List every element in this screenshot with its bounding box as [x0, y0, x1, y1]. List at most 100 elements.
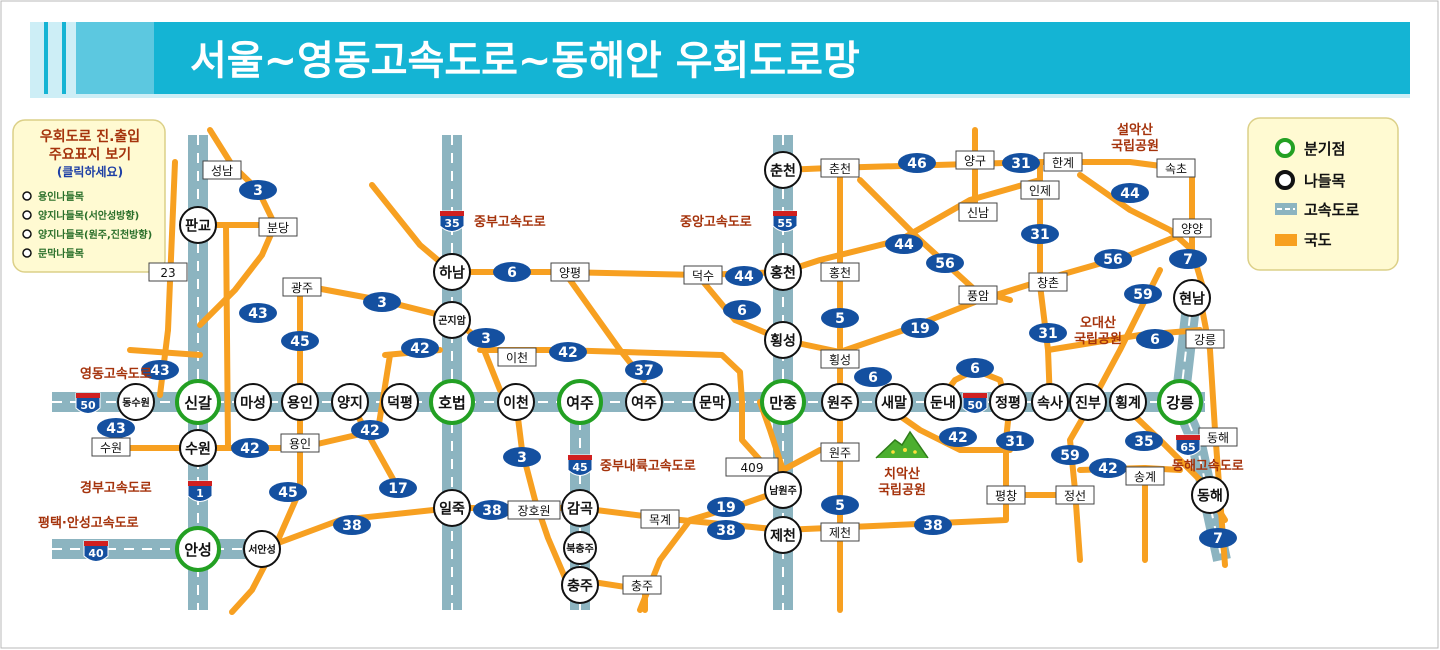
- junction-node[interactable]: 만종: [760, 379, 806, 425]
- expressway-label: 중부고속도로: [474, 215, 546, 230]
- town-label: 홍천: [820, 262, 860, 282]
- svg-text:수원: 수원: [185, 441, 211, 457]
- svg-text:동해: 동해: [1197, 488, 1223, 504]
- ic-node[interactable]: 하남: [433, 253, 471, 291]
- info-item[interactable]: 양지나들목(원주,진천방향): [22, 228, 152, 241]
- banner-stripe: [30, 22, 44, 94]
- ic-node[interactable]: 진부: [1069, 383, 1107, 421]
- svg-text:동해: 동해: [1207, 431, 1229, 445]
- ic-node[interactable]: 현남: [1173, 279, 1211, 317]
- info-item[interactable]: 문막나들목: [22, 247, 84, 260]
- ic-node[interactable]: 곤지암: [433, 301, 471, 339]
- route-badge: 19: [901, 318, 939, 338]
- svg-text:37: 37: [634, 363, 653, 379]
- svg-text:5: 5: [835, 311, 845, 327]
- ic-node[interactable]: 감곡: [561, 489, 599, 527]
- svg-text:송계: 송계: [1134, 470, 1156, 484]
- ic-node[interactable]: 홍천: [764, 253, 802, 291]
- ic-node[interactable]: 횡계: [1109, 383, 1147, 421]
- junction-node[interactable]: 강릉: [1157, 379, 1203, 425]
- town-label: 장호원: [507, 500, 561, 520]
- ic-node[interactable]: 남원주: [764, 471, 802, 509]
- svg-text:이천: 이천: [503, 394, 529, 411]
- route-badge: 59: [1124, 284, 1162, 304]
- ic-node[interactable]: 동수원: [117, 383, 155, 421]
- town-label: 인제: [1020, 180, 1060, 200]
- svg-text:호법: 호법: [438, 394, 466, 412]
- ic-node[interactable]: 마성: [234, 383, 272, 421]
- svg-text:이천: 이천: [506, 350, 528, 365]
- ic-node[interactable]: 양지: [331, 383, 369, 421]
- svg-text:남원주: 남원주: [769, 484, 797, 497]
- junction-node[interactable]: 여주: [557, 379, 603, 425]
- svg-text:속사: 속사: [1037, 395, 1063, 411]
- ic-node[interactable]: 여주: [625, 383, 663, 421]
- route-badge: 31: [1021, 224, 1059, 244]
- junction-node[interactable]: 호법: [429, 379, 475, 425]
- ic-node[interactable]: 춘천: [764, 151, 802, 189]
- svg-text:서안성: 서안성: [248, 543, 276, 556]
- ic-node[interactable]: 원주: [821, 383, 859, 421]
- town-label: 정선: [1055, 485, 1095, 505]
- info-box[interactable]: 우회도로 진.출입 주요표지 보기 (클릭하세요) 용인나들목 양지나들목(서안…: [12, 119, 166, 273]
- svg-text:35: 35: [444, 217, 459, 230]
- ic-node[interactable]: 일죽: [433, 489, 471, 527]
- ic-node[interactable]: 덕평: [381, 383, 419, 421]
- town-label: 평창: [986, 485, 1026, 505]
- route-badge: 43: [97, 418, 135, 438]
- svg-text:만종: 만종: [769, 394, 797, 412]
- town-label: 목계: [640, 509, 680, 529]
- ic-node[interactable]: 정평: [989, 383, 1027, 421]
- ic-node[interactable]: 북충주: [563, 531, 597, 565]
- info-item[interactable]: 용인나들목: [22, 190, 84, 203]
- ic-node[interactable]: 충주: [561, 566, 599, 604]
- ic-node[interactable]: 횡성: [764, 321, 802, 359]
- ic-symbol-icon: [1275, 170, 1295, 190]
- ic-node[interactable]: 이천: [497, 383, 535, 421]
- svg-text:국립공원: 국립공원: [1074, 332, 1122, 347]
- ic-node[interactable]: 동해: [1191, 476, 1229, 514]
- route-badge: 17: [379, 478, 417, 498]
- svg-text:409: 409: [741, 461, 764, 475]
- town-label: 동해: [1198, 427, 1238, 447]
- junction-node[interactable]: 신갈: [175, 379, 221, 425]
- expressway-label: 영동고속도로: [80, 367, 152, 382]
- svg-text:강릉: 강릉: [1194, 333, 1216, 347]
- svg-text:용인나들목: 용인나들목: [38, 190, 84, 203]
- svg-text:중부고속도로: 중부고속도로: [474, 215, 546, 230]
- ic-node[interactable]: 속사: [1031, 383, 1069, 421]
- svg-text:충주: 충주: [567, 578, 593, 594]
- expressway-label: 중앙고속도로: [680, 214, 752, 230]
- ic-node[interactable]: 판교: [179, 206, 217, 244]
- legend-label: 분기점: [1304, 140, 1345, 158]
- ic-node[interactable]: 용인: [281, 383, 319, 421]
- ic-node[interactable]: 수원: [179, 429, 217, 467]
- route-badge: 31: [1002, 153, 1040, 173]
- route-badge: 44: [885, 234, 923, 254]
- ic-node[interactable]: 제천: [764, 516, 802, 554]
- info-item[interactable]: 양지나들목(서안성방향): [22, 209, 139, 222]
- svg-text:59: 59: [1133, 287, 1152, 303]
- svg-text:3: 3: [517, 450, 527, 466]
- ic-node[interactable]: 문막: [693, 383, 731, 421]
- route-badge: 6: [723, 300, 761, 320]
- ic-node[interactable]: 새말: [875, 383, 913, 421]
- svg-text:44: 44: [734, 269, 754, 285]
- svg-text:강릉: 강릉: [1166, 394, 1194, 412]
- national-road-symbol-icon: [1275, 234, 1297, 246]
- svg-text:양구: 양구: [964, 154, 986, 168]
- route-badge: 3: [363, 292, 401, 312]
- route-badge: 42: [1089, 458, 1127, 478]
- ic-node[interactable]: 둔내: [924, 383, 962, 421]
- expressway-label: 동해고속도로: [1172, 458, 1244, 474]
- junction-node[interactable]: 안성: [175, 526, 221, 572]
- svg-text:31: 31: [1005, 434, 1024, 450]
- svg-text:42: 42: [240, 441, 259, 457]
- national-road: [223, 222, 231, 451]
- town-label: 속초: [1156, 158, 1196, 178]
- svg-text:평택·안성고속도로: 평택·안성고속도로: [38, 515, 139, 531]
- route-badge: 43: [239, 303, 277, 323]
- ic-node[interactable]: 서안성: [243, 530, 281, 568]
